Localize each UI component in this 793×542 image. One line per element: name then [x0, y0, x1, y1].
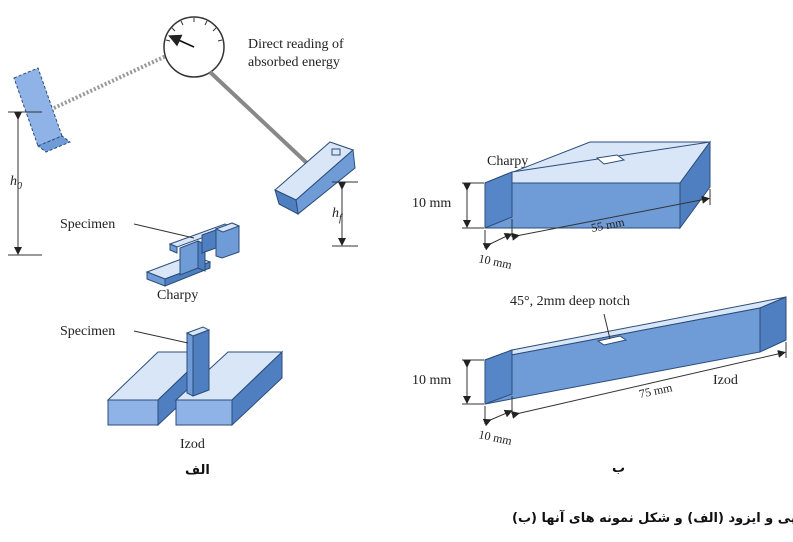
pendulum-apparatus: [8, 16, 358, 256]
pendulum-arm-final: [208, 70, 312, 168]
charpy-width-label: 10 mm: [477, 251, 513, 272]
charpy-dimensions: [462, 182, 711, 251]
charpy-title-b: Charpy: [487, 154, 528, 169]
izod-dimensions: [462, 342, 787, 427]
h0-symbol: h: [10, 174, 17, 189]
notch-label: 45°, 2mm deep notch: [510, 294, 630, 309]
izod-height-label: 10 mm: [412, 373, 451, 388]
charpy-height-label: 10 mm: [412, 196, 451, 211]
charpy-label-a: Charpy: [157, 288, 198, 303]
gauge-label-line2: absorbed energy: [248, 55, 340, 70]
part-a-letter: الف: [185, 463, 210, 478]
hf-dimension: [332, 181, 358, 247]
charpy-notch: [595, 154, 626, 165]
specimen-label-izod: Specimen: [60, 324, 115, 339]
charpy-anvil-illustration: [133, 222, 241, 287]
izod-width-label: 10 mm: [477, 427, 513, 448]
specimen-label-charpy: Specimen: [60, 217, 115, 232]
hf-subscript: f: [339, 213, 343, 224]
gauge-label-line1: Direct reading of: [248, 37, 344, 52]
h0-subscript: 0: [17, 181, 22, 192]
pendulum-hammer-final: [274, 141, 356, 215]
izod-label-a: Izod: [180, 437, 205, 452]
figure-caption: شکل ۳- آزمایش ضربه شارپی و ایزود (الف) و…: [512, 509, 793, 526]
pendulum-hammer-initial: [13, 67, 71, 153]
h0-dimension: [8, 111, 42, 256]
hf-label: hf: [332, 206, 343, 224]
izod-specimen-bar: [484, 296, 787, 405]
izod-vise-illustration: [106, 326, 284, 427]
hf-symbol: h: [332, 206, 339, 221]
pendulum-arm-initial: [53, 54, 167, 110]
izod-title-b: Izod: [713, 373, 738, 388]
h0-label: h0: [10, 174, 22, 192]
izod-length-label: 75 mm: [638, 380, 674, 401]
gauge-needle: [168, 34, 195, 48]
part-b-letter: ب: [612, 461, 625, 476]
charpy-length-label: 55 mm: [590, 215, 626, 235]
izod-notch: [596, 335, 628, 346]
